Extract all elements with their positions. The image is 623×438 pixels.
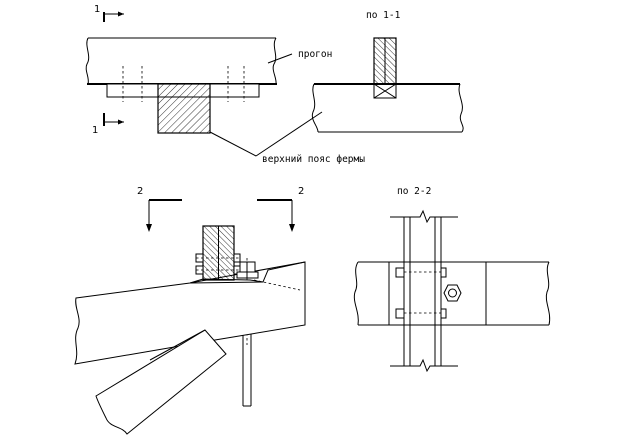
cut-2-right-label: 2 — [298, 186, 304, 197]
chord-in-section — [353, 261, 551, 326]
cut-1-bottom-label: 1 — [92, 125, 98, 136]
truss-node-view: 2 2 — [74, 186, 306, 435]
chord-elevation — [311, 83, 464, 133]
section-2-2-title: по 2-2 — [397, 186, 431, 197]
hex-nut-top-view — [443, 284, 462, 302]
truss-top-chord-label: верхний пояс фермы — [262, 154, 365, 165]
cut-2-left-label: 2 — [137, 186, 143, 197]
section-1-1-title: по 1-1 — [366, 10, 401, 21]
section-mark-2-left: 2 — [137, 186, 182, 232]
section-mark-1-top: 1 — [94, 4, 124, 22]
purlin-leader-line — [267, 53, 293, 64]
top-chord-member — [74, 261, 306, 365]
chord-leader-line-2 — [255, 111, 323, 157]
section-bolts — [395, 267, 447, 319]
section-mark-2-right: 2 — [257, 186, 304, 232]
nut-assembly — [236, 261, 259, 279]
section-mark-1-bottom: 1 — [92, 113, 124, 136]
purlin-elevation — [85, 37, 277, 85]
chord-leader-line-1 — [209, 131, 257, 157]
cut-1-top-label: 1 — [94, 4, 100, 15]
truss-chord-section — [157, 83, 211, 134]
purlin-bolts — [195, 253, 241, 275]
section-1-1-view: по 1-1 — [311, 10, 464, 133]
diagonal-brace — [95, 329, 227, 435]
side-elevation-view: 1 1 прогон верхний пояс фермы — [85, 4, 365, 165]
hidden-bolt-lines — [122, 66, 245, 102]
purlin-label: прогон — [298, 49, 332, 60]
purlin-strip — [390, 209, 458, 373]
section-2-2-view: по 2-2 — [353, 186, 551, 373]
